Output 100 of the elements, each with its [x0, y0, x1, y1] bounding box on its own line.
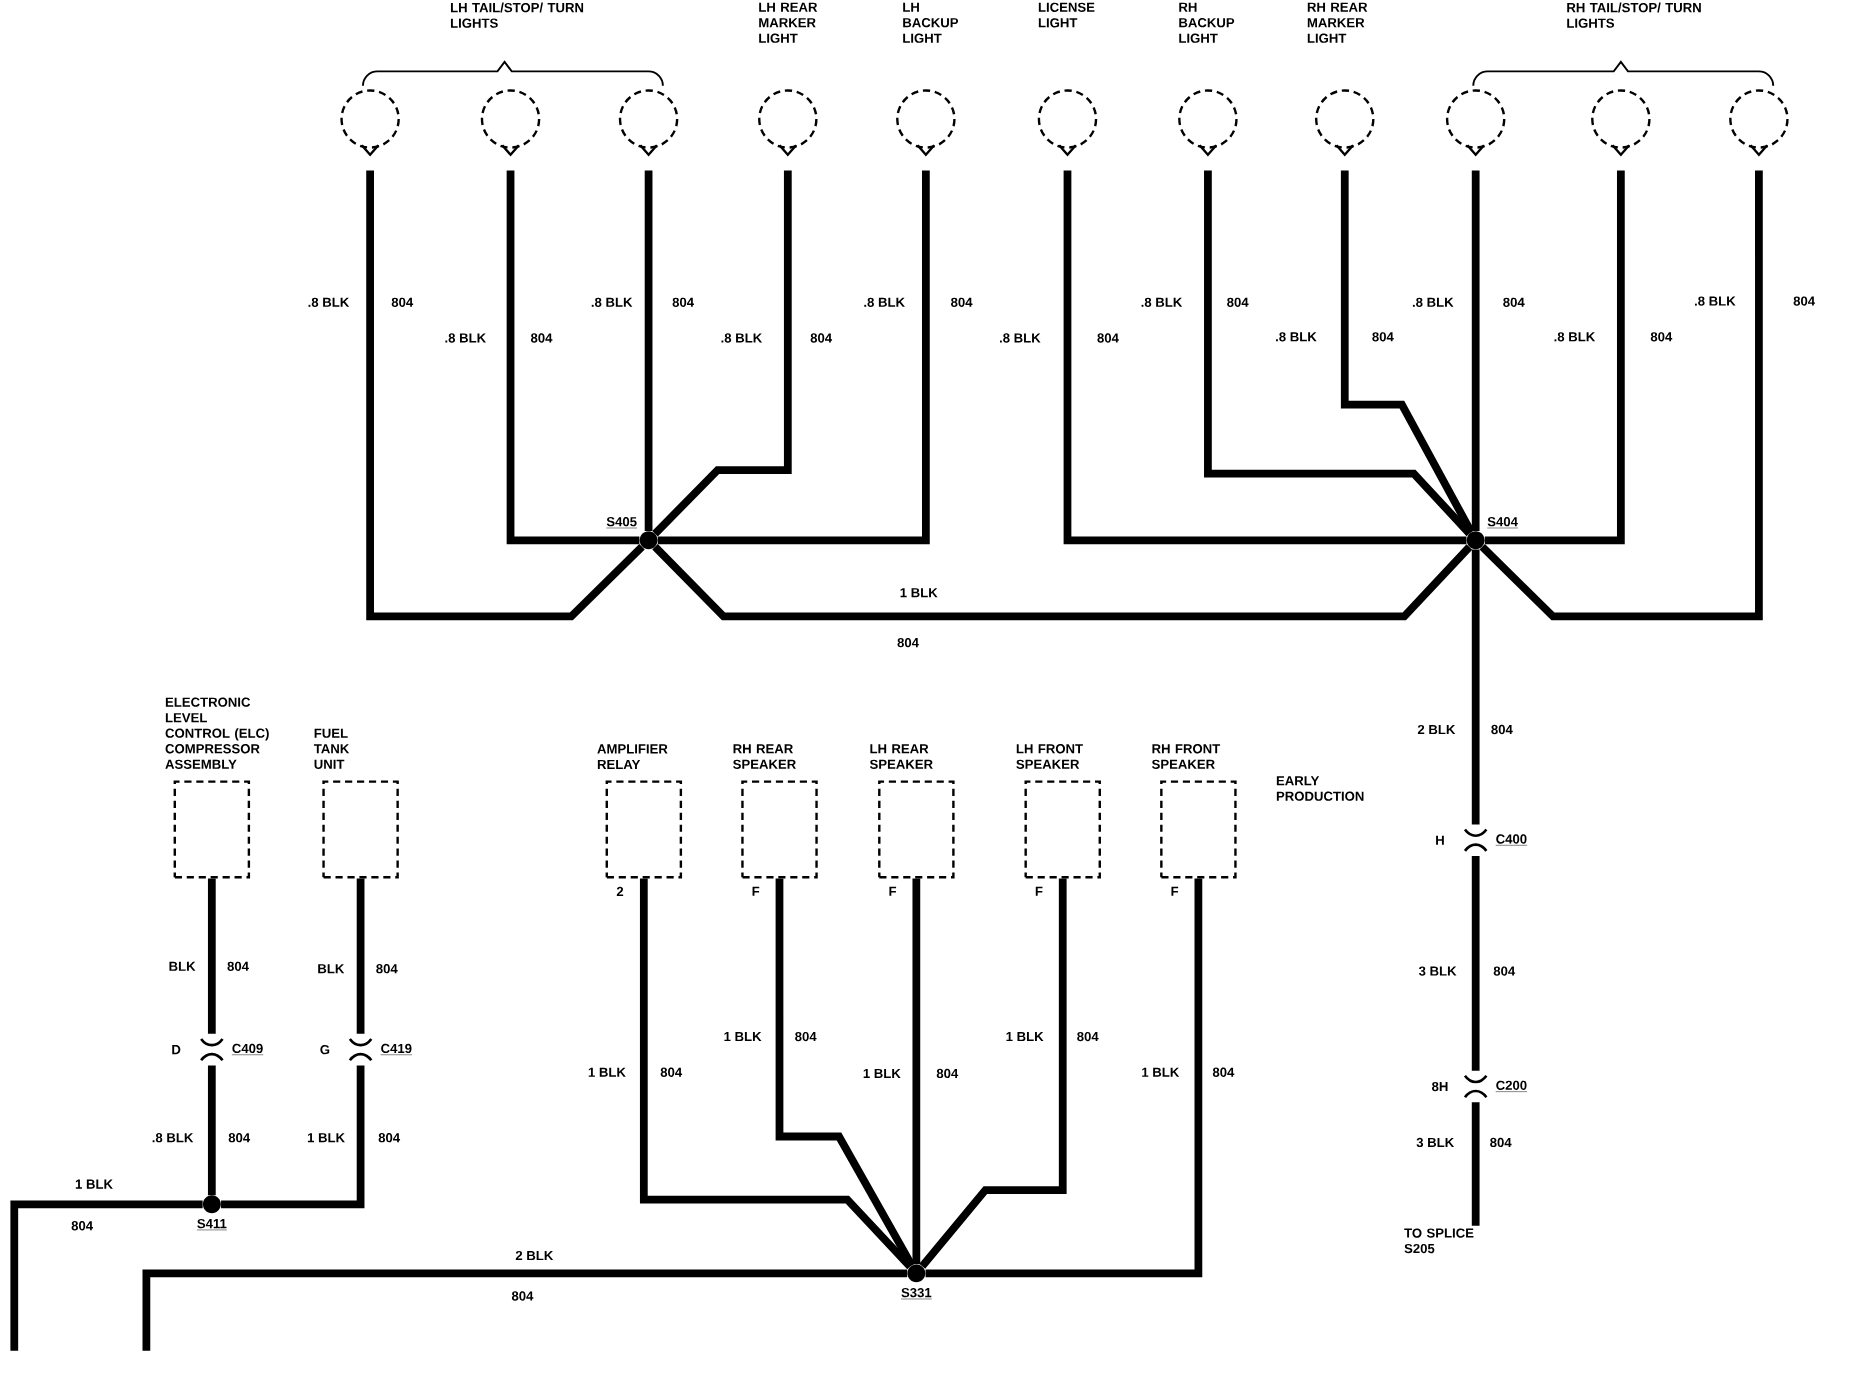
lamp-socket — [758, 89, 818, 157]
wire-label: 1 BLK — [75, 1179, 113, 1189]
wire-label: 804 — [936, 1068, 959, 1079]
node-label: ELECTRONIC LEVEL CONTROL (ELC) COMPRESSOR ASSEMBLY — [165, 697, 269, 770]
wire-label: 2 BLK — [515, 1251, 554, 1261]
node-label: S331 — [901, 1288, 932, 1298]
component-box: FUEL TANK UNIT — [313, 728, 399, 879]
wire-label: 804 — [1493, 966, 1516, 976]
node-label: LH FRONT SPEAKER — [1016, 744, 1083, 770]
pin-letter: 8H — [1432, 1082, 1448, 1092]
connector: C419 — [348, 1038, 413, 1062]
pin-letter: D — [172, 1045, 181, 1055]
wire-label: .8 BLK — [1141, 297, 1183, 308]
wire-label: .8 BLK — [864, 297, 905, 308]
lamp-socket — [340, 89, 400, 157]
wire-label: 804 — [1650, 332, 1673, 342]
wire-label: 804 — [1227, 297, 1249, 308]
node-label: LH REAR SPEAKER — [869, 744, 933, 770]
pin-letter: 2 — [616, 886, 624, 897]
component-box: LH FRONT SPEAKER — [1016, 744, 1101, 879]
pin-letter: F — [1171, 887, 1179, 897]
wire-label: 804 — [951, 297, 973, 308]
wire-label: 804 — [795, 1032, 817, 1042]
component-box: RH FRONT SPEAKER — [1151, 744, 1237, 879]
wire-label: 1 BLK — [588, 1067, 626, 1077]
label-text: LH BACKUP LIGHT — [903, 2, 959, 43]
lamp-socket — [480, 89, 541, 157]
node-label: AMPLIFIER RELAY — [597, 744, 668, 770]
label-text: RH REAR MARKER LIGHT — [1307, 2, 1368, 43]
wire-label: 804 — [511, 1291, 534, 1301]
wire-label: 804 — [1097, 333, 1119, 343]
wire-label: BLK — [169, 961, 196, 971]
node-label: RH REAR SPEAKER — [733, 744, 796, 770]
wire-label: .8 BLK — [1412, 297, 1454, 308]
component-box: RH REAR SPEAKER — [733, 744, 818, 879]
connector: C200 — [1463, 1075, 1528, 1099]
lamp-socket — [1178, 89, 1238, 157]
wire-label: 804 — [1490, 1137, 1512, 1148]
connector: C400 — [1463, 828, 1528, 852]
wire-label: 3 BLK — [1416, 1137, 1455, 1148]
wire-label: .8 BLK — [721, 333, 763, 343]
wire-label: 2 BLK — [1417, 725, 1456, 735]
pin-letter: F — [889, 887, 897, 897]
node-label: S404 — [1487, 517, 1518, 527]
wire-label: .8 BLK — [999, 333, 1041, 343]
label-text: RH BACKUP LIGHT — [1179, 2, 1235, 43]
wire-label: .8 BLK — [591, 297, 633, 308]
pin-letter: F — [752, 887, 760, 897]
wire-label: 804 — [660, 1067, 683, 1078]
wire-label: 804 — [227, 961, 249, 972]
node-label: RH FRONT SPEAKER — [1151, 744, 1221, 770]
pin-letter: F — [1035, 887, 1043, 897]
wire-label: 804 — [391, 297, 414, 308]
wire-label: 804 — [1077, 1032, 1099, 1042]
wire-label: 804 — [1503, 297, 1525, 308]
pin-letter: G — [320, 1045, 330, 1055]
wire-label: 804 — [71, 1221, 93, 1231]
label-text: EARLY PRODUCTION — [1276, 776, 1364, 801]
node-label: S411 — [197, 1219, 227, 1229]
lamp-socket — [1729, 89, 1789, 157]
lamp-socket — [1315, 89, 1375, 157]
wire-label: 3 BLK — [1418, 966, 1457, 976]
connector: C409 — [200, 1038, 264, 1062]
wire-label: 804 — [1491, 725, 1513, 735]
wire-label: .8 BLK — [1276, 332, 1317, 342]
lamp-socket — [1591, 89, 1651, 157]
wire-label: 804 — [1372, 332, 1394, 342]
wire-label: 1 BLK — [900, 588, 938, 598]
wire-label: .8 BLK — [308, 297, 350, 308]
wire-label: 1 BLK — [1142, 1067, 1180, 1077]
wire-label: 804 — [1212, 1067, 1235, 1078]
wire-label: .8 BLK — [1554, 332, 1596, 342]
wire-label: 1 BLK — [1006, 1032, 1044, 1042]
component-box: ELECTRONIC LEVEL CONTROL (ELC) COMPRESSOR ASSEMBLY — [165, 697, 269, 879]
wire-label: 804 — [1793, 296, 1815, 306]
label-text: RH TAIL/STOP/ TURN LIGHTS — [1567, 2, 1701, 28]
wire-label: 804 — [228, 1133, 251, 1143]
wire-label: 804 — [376, 964, 398, 974]
lamp-socket — [896, 89, 956, 157]
pin-letter: H — [1436, 835, 1444, 845]
wire-label: 804 — [810, 333, 833, 343]
wire-label: 1 BLK — [724, 1032, 762, 1042]
component-box: LH REAR SPEAKER — [869, 744, 955, 879]
wire-label: 804 — [378, 1133, 401, 1143]
node-label: FUEL TANK UNIT — [313, 728, 350, 770]
label-text: LH TAIL/STOP/ TURN LIGHTS — [450, 2, 584, 28]
wire-label: .8 BLK — [1694, 296, 1736, 306]
lamp-socket — [1445, 89, 1506, 157]
label-text: LICENSE LIGHT — [1038, 2, 1095, 28]
lamp-socket — [1037, 89, 1098, 157]
lamp-socket — [618, 89, 679, 157]
wire-label: 804 — [530, 333, 553, 343]
wire-label: 1 BLK — [307, 1133, 345, 1143]
wire — [652, 544, 1473, 621]
node-label: S405 — [606, 517, 637, 527]
wire-label: BLK — [318, 964, 345, 974]
wire-label: 804 — [672, 297, 694, 308]
label-text: LH REAR MARKER LIGHT — [759, 2, 818, 43]
note-text: TO SPLICE S205 — [1404, 1228, 1474, 1254]
wire-label: .8 BLK — [445, 333, 486, 343]
